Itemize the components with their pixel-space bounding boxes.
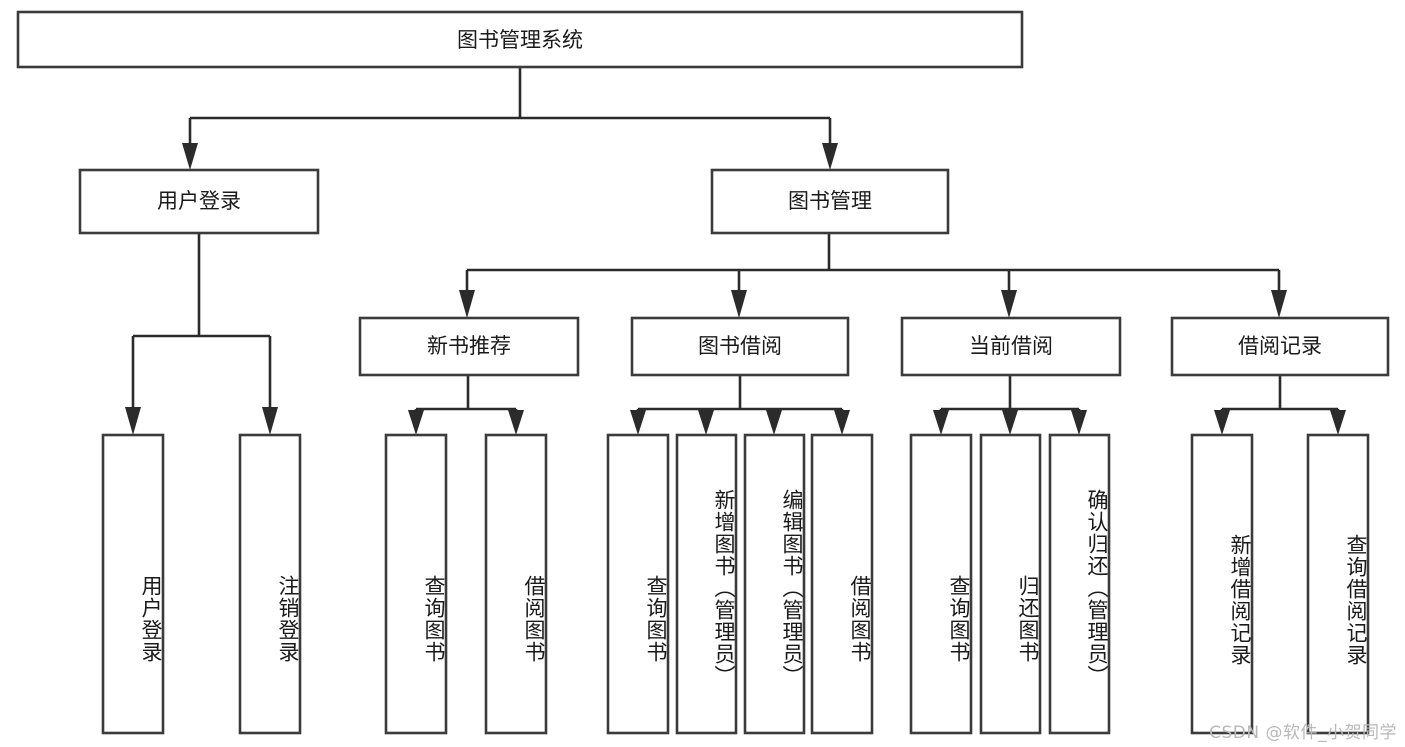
node-root-label: 图书管理系统 xyxy=(457,28,583,52)
arrow-icon-currentborrow-leaf-3 xyxy=(1071,410,1087,435)
node-book-borrow-label: 图书借阅 xyxy=(698,334,782,358)
arrow-icon-userlogin-leaf-2 xyxy=(262,407,278,435)
node-leaf-borrow-record-1[interactable] xyxy=(1190,433,1254,735)
node-book-management[interactable] xyxy=(710,168,950,235)
node-new-book-recommend[interactable] xyxy=(358,316,580,377)
node-root-book-management-system[interactable] xyxy=(16,10,1024,69)
arrow-icon-newbook-leaf-2 xyxy=(508,410,524,435)
arrow-icon-bookborrow-leaf-3 xyxy=(766,410,782,435)
node-borrow-record[interactable] xyxy=(1170,316,1390,377)
arrow-icon-bookborrow-leaf-4 xyxy=(834,410,850,435)
connector-group-bookmgmt-to-level3 xyxy=(459,233,1287,318)
connector-group-borrowrecord-to-leaves xyxy=(1214,375,1346,435)
node-current-borrow-label: 当前借阅 xyxy=(969,334,1053,358)
node-leaf-user-login-1[interactable] xyxy=(101,433,165,735)
arrow-icon-newbook-leaf-1 xyxy=(408,410,424,435)
node-user-login[interactable] xyxy=(78,168,320,235)
connector-group-root-to-level2 xyxy=(182,67,838,170)
node-borrow-record-label: 借阅记录 xyxy=(1238,334,1322,358)
arrow-icon-to-book-borrow xyxy=(731,290,747,318)
arrow-icon-to-current-borrow xyxy=(1001,290,1017,318)
arrow-icon-currentborrow-leaf-1 xyxy=(933,410,949,435)
node-leaf-user-login-2[interactable] xyxy=(238,433,302,735)
node-leaf-book-borrow-1[interactable] xyxy=(606,433,670,735)
node-leaf-current-borrow-2[interactable] xyxy=(979,433,1042,735)
node-book-borrow[interactable] xyxy=(630,316,850,377)
node-leaf-book-borrow-4[interactable] xyxy=(810,433,874,735)
node-leaf-current-borrow-1[interactable] xyxy=(909,433,973,735)
arrow-icon-borrowrecord-leaf-1 xyxy=(1214,410,1230,435)
node-book-management-label: 图书管理 xyxy=(788,189,872,213)
node-new-book-recommend-label: 新书推荐 xyxy=(427,334,511,358)
arrow-icon-to-user-login xyxy=(182,143,198,170)
watermark-text: CSDN @软件_小贺同学 xyxy=(1209,723,1397,743)
node-leaf-book-borrow-2[interactable] xyxy=(675,433,738,735)
arrow-icon-to-new-book-recommend xyxy=(459,290,475,318)
node-current-borrow[interactable] xyxy=(900,316,1122,377)
connector-group-userlogin-to-leaves xyxy=(125,233,278,435)
arrow-icon-currentborrow-leaf-2 xyxy=(1002,410,1018,435)
arrow-icon-bookborrow-leaf-2 xyxy=(698,410,714,435)
arrow-icon-to-book-management xyxy=(822,143,838,170)
node-user-login-label: 用户登录 xyxy=(157,189,241,213)
node-leaf-book-borrow-3[interactable] xyxy=(743,433,806,735)
node-leaf-new-book-2[interactable] xyxy=(484,433,548,735)
connector-group-bookborrow-to-leaves xyxy=(630,375,850,435)
connector-group-currentborrow-to-leaves xyxy=(933,375,1087,435)
node-leaf-current-borrow-3[interactable] xyxy=(1048,433,1111,735)
node-leaf-borrow-record-2[interactable] xyxy=(1306,433,1370,735)
arrow-icon-borrowrecord-leaf-2 xyxy=(1330,410,1346,435)
arrow-icon-to-borrow-record xyxy=(1271,290,1287,318)
connector-group-newbook-to-leaves xyxy=(408,375,524,435)
arrow-icon-bookborrow-leaf-1 xyxy=(630,410,646,435)
arrow-icon-userlogin-leaf-1 xyxy=(125,407,141,435)
node-leaf-new-book-1[interactable] xyxy=(384,433,448,735)
